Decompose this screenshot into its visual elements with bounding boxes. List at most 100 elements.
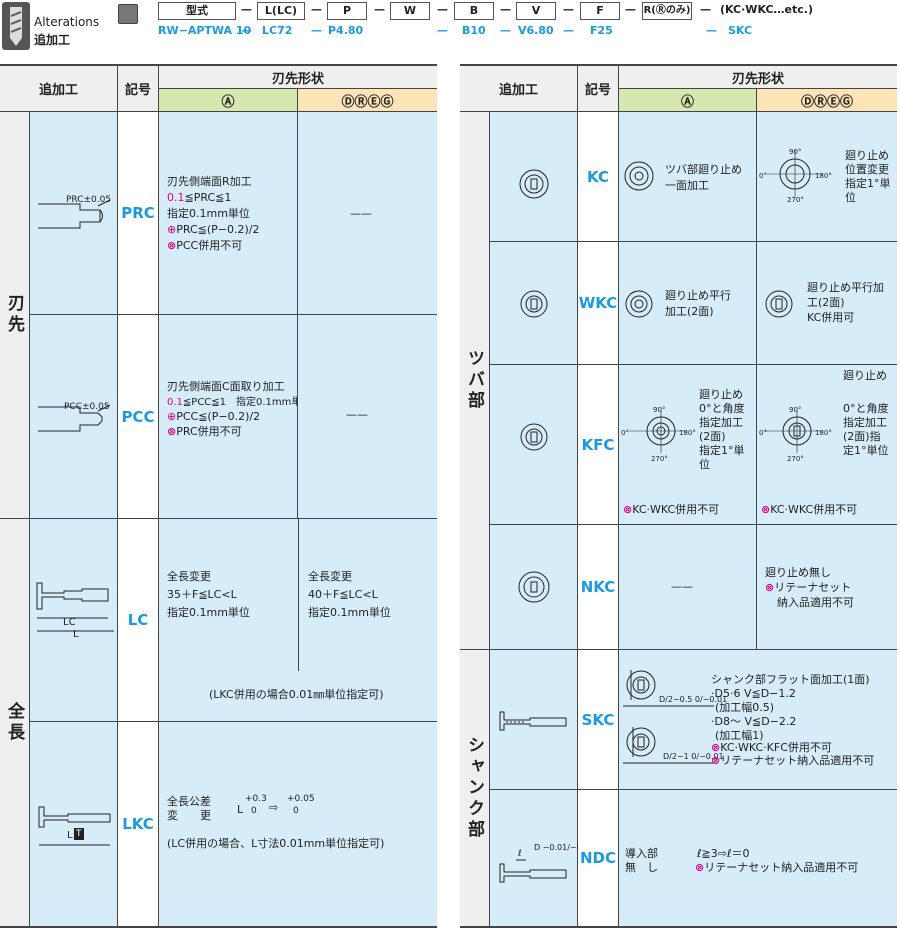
collar-parallel-icon: [625, 290, 653, 318]
not-allowed-icon: ⊗: [623, 503, 633, 516]
kfc-a-line: 指定1°単: [699, 444, 745, 457]
header-shape-dreg: ⒹⓇⒺⒼ: [298, 89, 437, 112]
angle-diagram-icon: [765, 409, 823, 453]
l-dim: L: [73, 629, 79, 640]
ndc-line: ℓ≧3⇨ℓ＝0: [697, 847, 750, 860]
not-allowed-icon: ⊗: [765, 581, 775, 594]
wkc-dreg-line: KC併用可: [807, 311, 855, 324]
prc-shape-dreg: ——: [298, 112, 437, 315]
skc-dim-2: D/2−1 0/−0.01: [663, 752, 724, 761]
header-alteration: 追加工: [0, 66, 118, 112]
angle-0: 0°: [759, 172, 767, 180]
wkc-a-line: 加工(2面): [665, 305, 714, 318]
example-b: B10: [462, 24, 486, 37]
pcc-dimension: PCC±0.05: [64, 402, 110, 412]
ndc-line: リテーナセット納入品適用不可: [704, 861, 859, 874]
prc-limit: PRC≦(P−0.2)/2: [176, 223, 260, 236]
wkc-dreg-line: 工(2面): [807, 296, 845, 309]
kfc-a-line: 指定加工: [699, 416, 743, 429]
ndc-diagram: ℓ D −0.01/−0.03: [490, 790, 594, 927]
shank-flat-section-icon: [623, 670, 714, 764]
header-code: 記号: [578, 66, 619, 112]
dash: —: [625, 3, 636, 16]
kfc-a-line: (2面): [699, 430, 726, 443]
angle-0: 0°: [621, 429, 629, 437]
lc-a-line: 指定0.1mm単位: [167, 606, 250, 619]
skc-line: (加工幅1): [715, 729, 764, 742]
not-allowed-icon: ⊗: [167, 239, 177, 252]
category-length: 全長: [0, 519, 30, 927]
field-p: P: [327, 2, 367, 20]
code-nkc: NKC: [578, 525, 619, 650]
punch-length-icon: [36, 582, 114, 632]
dash: —: [437, 3, 448, 16]
kc-dreg-line: 指定1°単: [845, 177, 891, 190]
pcc-incompatible: PRC併用不可: [176, 425, 242, 438]
dash: —: [311, 24, 322, 37]
lc-note: (LKC併用の場合0.01㎜単位指定可): [209, 688, 384, 701]
skc-line: ·D5·6 V≦D−1.2: [711, 687, 796, 700]
nkc-dreg-line: リテーナセット: [774, 581, 852, 594]
header-shape-a: Ⓐ: [159, 89, 298, 112]
field-v: V: [516, 2, 556, 20]
nkc-shape-a: ——: [619, 525, 757, 650]
dash: —: [374, 3, 385, 16]
dash: —: [437, 24, 448, 37]
lc-dreg-line: 全長変更: [308, 570, 352, 583]
tol-from-upper: +0.3: [245, 794, 267, 804]
angle-180: 180°: [815, 172, 832, 180]
lc-dim: LC: [63, 617, 76, 628]
arrow-right-icon: ⇨: [269, 801, 279, 814]
prc-dreg-na: ——: [350, 207, 372, 220]
table-top-rule: [0, 64, 437, 66]
pcc-desc: 刃先側端面C面取り加工: [167, 380, 285, 393]
prc-dimension: PRC±0.05: [66, 195, 112, 205]
code-kc: KC: [578, 112, 619, 242]
header-code: 記号: [118, 66, 159, 112]
dash: —: [500, 3, 511, 16]
alterations-logo-icon: [2, 2, 30, 50]
tol-to-lower: 0: [293, 806, 299, 816]
l-dim: L: [67, 830, 73, 841]
example-f: F25: [590, 24, 613, 37]
kfc-a-line: 位: [699, 458, 710, 471]
wkc-diagram: [490, 242, 578, 365]
kfc-shape-dreg: 90° 0° 180° 270° 廻り止め 0°と角度 指定加工 (2面)指 定…: [757, 365, 897, 525]
tol-to-upper: +0.05: [287, 794, 315, 804]
angle-diagram-icon: [767, 150, 823, 198]
prc-desc: 刃先側端面R加工: [167, 175, 252, 188]
kfc-a-line: 廻り止め: [699, 388, 743, 401]
nkc-dreg-line: 納入品適用不可: [777, 596, 854, 609]
not-allowed-icon: ⊗: [711, 741, 721, 754]
example-type: RW−APTWA 10: [158, 24, 252, 37]
angle-90: 90°: [789, 148, 802, 156]
collar-flat-icon: [624, 161, 654, 191]
not-allowed-icon: ⊗: [761, 503, 771, 516]
field-r: R(Ⓡのみ): [642, 2, 692, 20]
alterations-label-jp: 追加工: [34, 33, 71, 47]
category-tip: 刃先: [0, 112, 30, 519]
lkc-line: 変 更: [167, 809, 211, 822]
skc-line: リテーナセット納入品適用不可: [720, 754, 875, 767]
collar-end-icon: [519, 169, 549, 199]
angle-diagram-icon: [629, 409, 687, 453]
example-r: SKC: [728, 24, 753, 37]
kfc-dreg-line: 0°と角度: [843, 402, 889, 415]
angle-180: 180°: [679, 429, 696, 437]
angle-0: 0°: [759, 429, 767, 437]
field-tail: (KC·WKC…etc.): [720, 3, 813, 16]
kc-shape-dreg: 90° 0° 180° 270° 廻り止め 位置変更 指定1°単 位: [757, 112, 897, 242]
lkc-note: (LC併用の場合、L寸法0.01mm単位指定可): [167, 837, 385, 850]
pcc-shape-dreg: ——: [298, 315, 437, 519]
kfc-dreg-line: 定1°単位: [843, 444, 889, 457]
code-ndc: NDC: [578, 790, 619, 927]
kc-diagram: [490, 112, 578, 242]
code-pcc: PCC: [118, 315, 159, 519]
code-lkc: LKC: [118, 722, 159, 927]
kc-shape-a: ツバ部廻り止め 一面加工: [619, 112, 757, 242]
prc-range: ≦PRC≦1: [184, 191, 232, 204]
lkc-diagram: L T: [30, 722, 118, 927]
pcc-shape-a: 刃先側端面C面取り加工 0.1≦PCC≦1 指定0.1mm単位 ⊕PCC≦(P−…: [159, 315, 311, 519]
dash: —: [241, 3, 252, 16]
kfc-dreg-line: (2面)指: [843, 430, 881, 443]
